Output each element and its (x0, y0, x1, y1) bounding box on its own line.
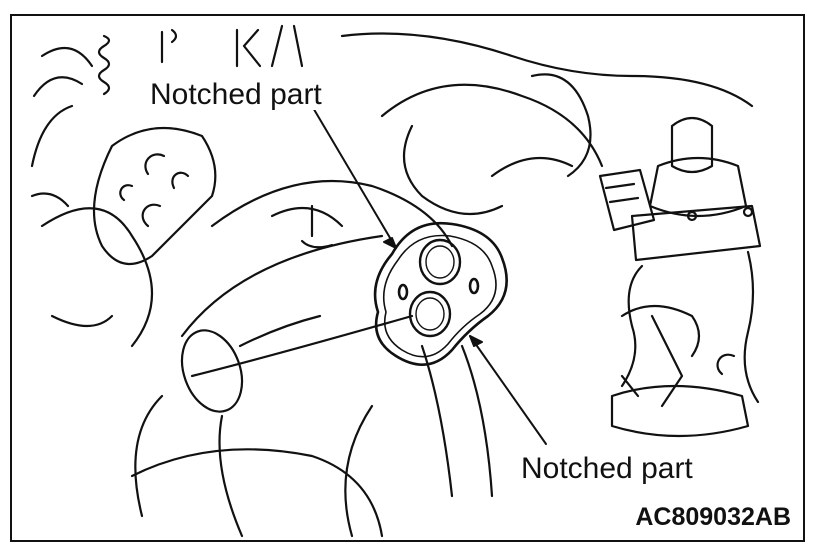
leader-arrows (311, 105, 547, 445)
spring-coils (30, 24, 304, 208)
top-leader-line (311, 105, 397, 249)
central-pipe (134, 180, 454, 538)
flange-body (40, 126, 217, 348)
callout-label-bottom: Notched part (519, 452, 695, 485)
diagram-frame: Notched part Notched part AC809032AB (10, 14, 805, 542)
lower-pipe (130, 344, 494, 538)
engine-illustration (30, 24, 762, 538)
upper-hose (340, 32, 754, 216)
gasket (373, 221, 508, 366)
bottom-leader-line (469, 335, 547, 445)
bottom-arrowhead (469, 335, 483, 347)
figure-code: AC809032AB (633, 503, 793, 532)
egr-valve (598, 116, 762, 438)
top-arrowhead (383, 237, 397, 249)
callout-label-top: Notched part (148, 78, 324, 111)
